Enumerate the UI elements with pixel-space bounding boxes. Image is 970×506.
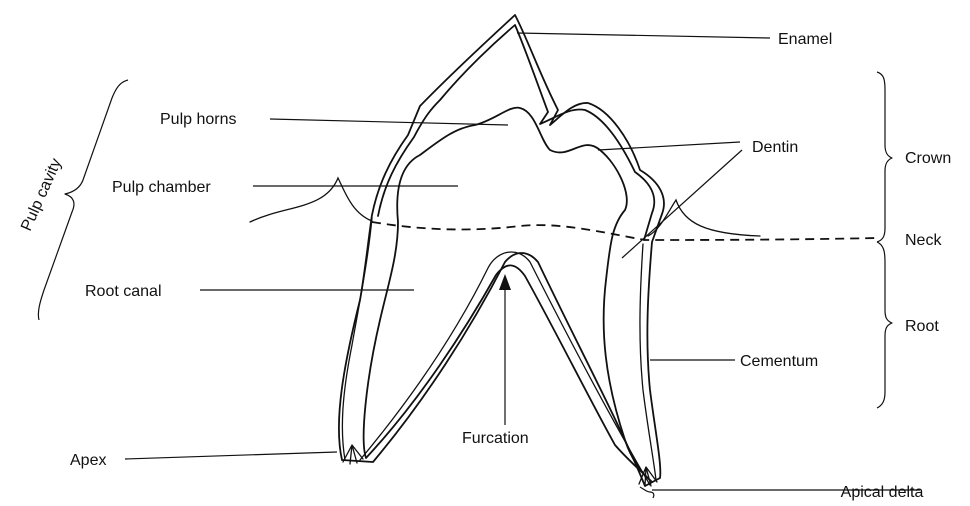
leader-apex bbox=[125, 452, 337, 459]
label-pulp-horns: Pulp horns bbox=[160, 111, 237, 128]
label-enamel: Enamel bbox=[778, 31, 832, 48]
label-cementum: Cementum bbox=[740, 353, 818, 370]
label-crown: Crown bbox=[905, 150, 951, 167]
label-root-canal: Root canal bbox=[85, 283, 162, 300]
crown-brace bbox=[877, 72, 892, 242]
leader-dentin-lower bbox=[622, 150, 742, 258]
label-apex: Apex bbox=[70, 452, 106, 469]
apical-delta-brace bbox=[640, 487, 654, 498]
leader-enamel bbox=[517, 33, 770, 38]
label-pulp-chamber: Pulp chamber bbox=[112, 179, 211, 196]
tooth-outer-surface bbox=[339, 15, 664, 486]
root-brace bbox=[877, 242, 892, 408]
labels: Enamel Pulp horns Dentin Crown Pulp cham… bbox=[18, 31, 951, 501]
label-neck: Neck bbox=[905, 232, 942, 249]
enamel-dentin-boundary bbox=[378, 25, 654, 240]
cementum-line-left bbox=[342, 218, 372, 460]
label-pulp-cavity: Pulp cavity bbox=[18, 156, 65, 234]
label-root: Root bbox=[905, 318, 939, 335]
pulp-cavity-outline bbox=[364, 108, 652, 482]
neck-line bbox=[372, 222, 878, 240]
label-apical-delta: Apical delta bbox=[841, 484, 924, 501]
tooth-outline bbox=[250, 15, 878, 486]
furcation-arrow-head bbox=[499, 274, 511, 290]
label-furcation: Furcation bbox=[462, 430, 529, 447]
gingiva-left bbox=[250, 178, 372, 222]
label-dentin: Dentin bbox=[752, 139, 798, 156]
leader-pulp-horns bbox=[270, 119, 508, 125]
leader-lines bbox=[125, 33, 920, 490]
